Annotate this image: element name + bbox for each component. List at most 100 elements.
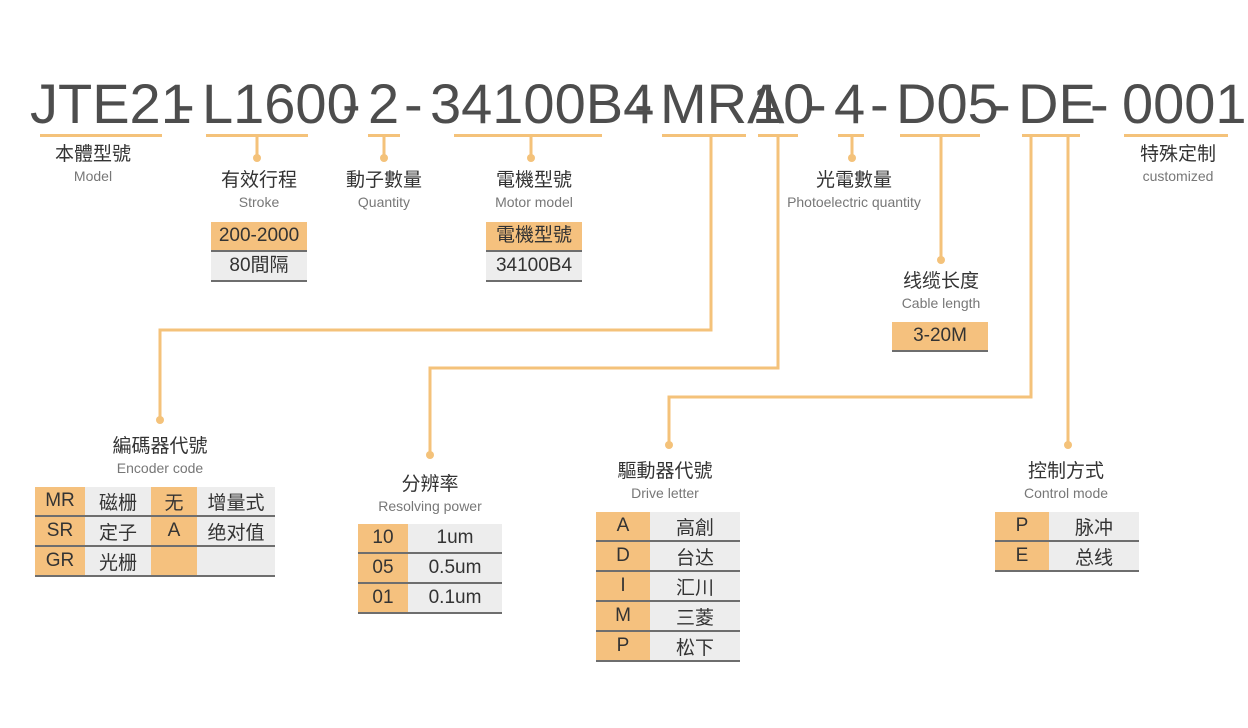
- label-quantity: 動子數量 Quantity: [334, 169, 434, 211]
- drive-code: I: [596, 571, 650, 602]
- encoder-subcode: 无: [151, 487, 197, 517]
- encoder-subcode: [151, 546, 197, 577]
- label-motor: 電機型號 Motor model: [474, 169, 594, 211]
- stroke-options: 200-2000 80間隔: [211, 222, 307, 282]
- resolving-code: 10: [358, 524, 408, 554]
- underline-encoder: [662, 134, 746, 137]
- drive-brand: 松下: [650, 631, 740, 662]
- underline-resolving: [758, 134, 798, 137]
- encoder-code: MR: [35, 487, 85, 517]
- cable-option: 3-20M: [892, 322, 988, 352]
- code-segment-quantity: 2: [368, 72, 400, 135]
- control-type: 脉冲: [1049, 512, 1139, 542]
- stroke-option: 200-2000: [211, 222, 307, 252]
- underline-drive-control: [1022, 134, 1080, 137]
- label-encoder-cn: 編碼器代號: [112, 436, 208, 457]
- label-model-cn: 本體型號: [54, 144, 131, 165]
- label-custom: 特殊定制 customized: [1128, 143, 1228, 185]
- label-cable-cn: 线缆长度: [902, 271, 979, 292]
- resolving-code: 01: [358, 583, 408, 614]
- table-row: E 总线: [995, 541, 1139, 572]
- drive-code: P: [596, 631, 650, 662]
- drive-table: A 高創 D 台达 I 汇川 M 三菱 P 松下: [596, 512, 740, 662]
- label-photo-cn: 光電數量: [815, 170, 892, 191]
- label-motor-cn: 電機型號: [495, 170, 572, 191]
- label-quantity-en: Quantity: [357, 194, 411, 210]
- code-segment-stroke: L1600: [202, 72, 358, 135]
- label-photo-en: Photoelectric quantity: [787, 194, 921, 210]
- label-resolving-en: Resolving power: [378, 498, 482, 514]
- drive-code: M: [596, 601, 650, 632]
- encoder-table: MR 磁栅 无 增量式 SR 定子 A 绝对值 GR 光栅: [35, 487, 275, 577]
- motor-option: 電機型號: [486, 222, 582, 252]
- underline-cable: [900, 134, 980, 137]
- table-row: P 松下: [596, 631, 740, 662]
- table-row: MR 磁栅 无 增量式: [35, 487, 275, 517]
- code-dash: -: [176, 72, 195, 135]
- label-control: 控制方式 Control mode: [1006, 460, 1126, 502]
- label-drive-en: Drive letter: [631, 485, 699, 501]
- encoder-subcode: A: [151, 516, 197, 547]
- label-cable: 线缆长度 Cable length: [886, 270, 996, 312]
- table-row: P 脉冲: [995, 512, 1139, 542]
- table-row: A 高創: [596, 512, 740, 542]
- encoder-subtype: [197, 546, 275, 577]
- code-dash: -: [1090, 72, 1109, 135]
- label-stroke: 有效行程 Stroke: [204, 169, 314, 211]
- encoder-type: 光栅: [85, 546, 151, 577]
- encoder-type: 磁栅: [85, 487, 151, 517]
- code-segment-drive-control: DE: [1018, 72, 1096, 135]
- resolving-value: 1um: [408, 524, 502, 554]
- underline-quantity: [368, 134, 400, 137]
- motor-options: 電機型號 34100B4: [486, 222, 582, 282]
- table-row: SR 定子 A 绝对值: [35, 516, 275, 547]
- table-row: 05 0.5um: [358, 553, 502, 584]
- code-dash: -: [404, 72, 423, 135]
- label-control-en: Control mode: [1023, 485, 1109, 501]
- resolving-table: 10 1um 05 0.5um 01 0.1um: [358, 524, 502, 614]
- table-row: M 三菱: [596, 601, 740, 632]
- code-segment-encoder: MRA: [660, 72, 785, 135]
- label-stroke-en: Stroke: [238, 194, 280, 210]
- encoder-code: GR: [35, 546, 85, 577]
- code-segment-photo: 4: [834, 72, 866, 135]
- label-quantity-cn: 動子數量: [345, 170, 422, 191]
- label-model: 本體型號 Model: [43, 143, 143, 185]
- label-encoder-en: Encoder code: [116, 460, 204, 476]
- control-table: P 脉冲 E 总线: [995, 512, 1139, 572]
- code-dash: -: [870, 72, 889, 135]
- label-control-cn: 控制方式: [1027, 461, 1104, 482]
- underline-motor: [454, 134, 602, 137]
- drive-brand: 三菱: [650, 601, 740, 632]
- underline-photo: [838, 134, 864, 137]
- control-type: 总线: [1049, 541, 1139, 572]
- resolving-value: 0.1um: [408, 583, 502, 614]
- resolving-code: 05: [358, 553, 408, 584]
- label-encoder: 編碼器代號 Encoder code: [100, 435, 220, 477]
- underline-stroke: [206, 134, 308, 137]
- table-row: GR 光栅: [35, 546, 275, 577]
- underline-model: [40, 134, 162, 137]
- drive-code: A: [596, 512, 650, 542]
- drive-brand: 台达: [650, 541, 740, 572]
- label-motor-en: Motor model: [495, 194, 573, 210]
- resolving-value: 0.5um: [408, 553, 502, 584]
- stroke-option: 80間隔: [211, 252, 307, 282]
- code-dash: -: [342, 72, 361, 135]
- label-model-en: Model: [73, 168, 113, 184]
- underline-custom: [1124, 134, 1228, 137]
- drive-brand: 高創: [650, 512, 740, 542]
- table-row: 10 1um: [358, 524, 502, 554]
- code-segment-resolving: 10: [752, 72, 815, 135]
- label-cable-en: Cable length: [901, 295, 981, 311]
- drive-brand: 汇川: [650, 571, 740, 602]
- code-dash: -: [992, 72, 1011, 135]
- code-dash: -: [634, 72, 653, 135]
- code-segment-motor: 34100B4: [430, 72, 655, 135]
- table-row: I 汇川: [596, 571, 740, 602]
- label-stroke-cn: 有效行程: [220, 170, 297, 191]
- motor-option: 34100B4: [486, 252, 582, 282]
- code-segment-cable: D05: [896, 72, 999, 135]
- encoder-subtype: 绝对值: [197, 516, 275, 547]
